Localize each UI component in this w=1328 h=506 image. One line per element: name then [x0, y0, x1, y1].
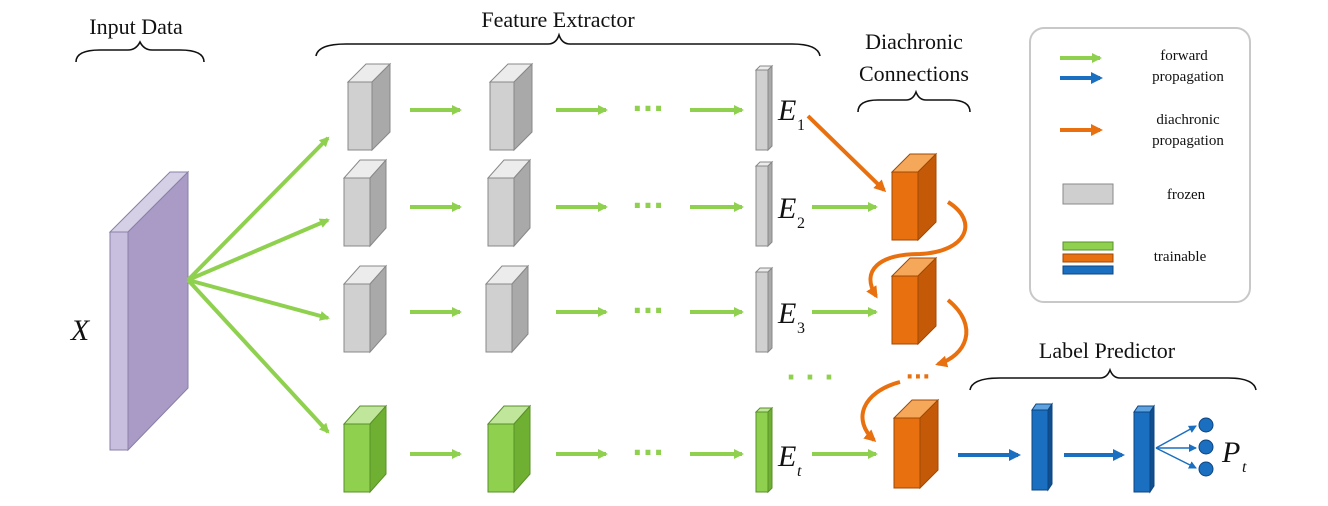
label-predictor-brace — [969, 367, 1257, 391]
e3-label: E 3 — [777, 297, 805, 337]
legend-box — [1029, 27, 1251, 303]
svg-text:P: P — [1221, 436, 1240, 469]
frozen-block-r1-c2 — [488, 62, 534, 152]
svg-text:2: 2 — [797, 215, 805, 232]
e1-label: E 1 — [777, 94, 805, 134]
e2-label: E 2 — [777, 192, 805, 232]
frozen-layer-e3 — [754, 266, 774, 354]
frozen-block-r2-c2 — [486, 158, 532, 248]
legend-frozen-text: frozen — [1167, 187, 1206, 203]
svg-text:E: E — [777, 94, 796, 127]
frozen-block-r2-c1 — [342, 158, 388, 248]
svg-text:E: E — [777, 440, 796, 473]
legend-diachronic-text-2: propagation — [1152, 133, 1224, 149]
diachronic-block-1 — [890, 152, 938, 242]
svg-text:t: t — [797, 463, 802, 480]
svg-text:t: t — [1242, 459, 1247, 476]
svg-text:1: 1 — [797, 117, 805, 134]
trainable-block-rt-c1 — [342, 404, 388, 494]
input-data-label: Input Data — [89, 14, 183, 39]
legend-diachronic-text-1: diachronic — [1156, 112, 1220, 128]
predictor-layer-1 — [1031, 402, 1053, 492]
et-label: E t — [777, 440, 802, 480]
frozen-block-r1-c1 — [346, 62, 392, 152]
trainable-block-rt-c2 — [486, 404, 532, 494]
svg-text:3: 3 — [797, 320, 805, 337]
diachronic-block-2 — [890, 256, 938, 346]
svg-text:E: E — [777, 297, 796, 330]
rows-gap-ellipsis: · · · — [786, 363, 834, 393]
diachronic-label-line2: Connections — [859, 61, 969, 86]
legend-trainable-text: trainable — [1154, 249, 1207, 265]
input-block — [108, 170, 190, 452]
legend-trainable-swatch — [1062, 241, 1114, 275]
feature-extractor-brace — [315, 32, 821, 57]
frozen-block-r3-c2 — [484, 264, 530, 354]
pt-label: P t — [1221, 436, 1247, 476]
frozen-layer-e2 — [754, 160, 774, 248]
diachronic-label-line1: Diachronic — [865, 29, 963, 54]
diachronic-brace — [857, 89, 971, 113]
label-predictor-label: Label Predictor — [1039, 338, 1176, 363]
row1-ellipsis: ··· — [632, 92, 664, 125]
svg-text:E: E — [777, 192, 796, 225]
feature-extractor-label: Feature Extractor — [481, 7, 635, 32]
legend-forward-text-1: forward — [1160, 48, 1208, 64]
row2-ellipsis: ··· — [632, 189, 664, 222]
input-fanout-arrows — [186, 136, 330, 434]
frozen-layer-e1 — [754, 64, 774, 152]
output-nodes — [1198, 417, 1214, 477]
diachronic-gap-ellipsis: ··· — [905, 365, 930, 390]
rowt-ellipsis: ··· — [632, 436, 664, 469]
legend-frozen-swatch — [1062, 183, 1114, 205]
input-symbol: X — [70, 314, 91, 347]
input-data-brace — [75, 40, 205, 63]
predictor-layer-2 — [1133, 404, 1155, 494]
row3-ellipsis: ··· — [632, 294, 664, 327]
trainable-layer-et — [754, 406, 774, 494]
legend-forward-text-2: propagation — [1152, 69, 1224, 85]
diachronic-arrows — [806, 114, 969, 443]
frozen-block-r3-c1 — [342, 264, 388, 354]
diachronic-block-t — [892, 398, 940, 490]
output-fan-arrows — [1155, 425, 1197, 469]
